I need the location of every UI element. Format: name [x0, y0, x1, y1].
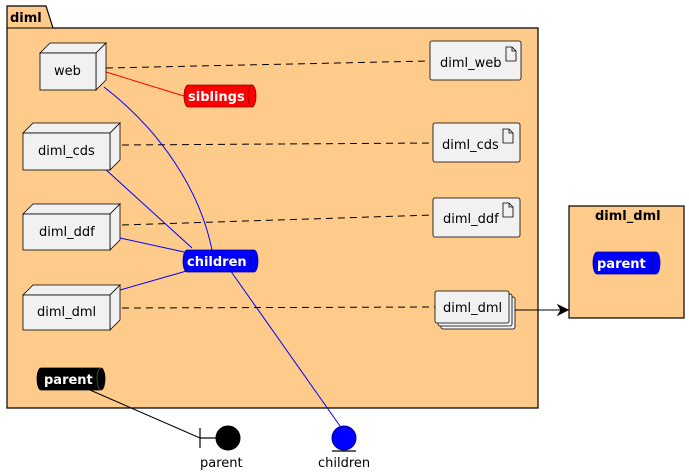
connectors [89, 60, 570, 439]
artifact-diml-dml[interactable]: diml_dml [434, 290, 516, 330]
queue-parent-label: parent [44, 373, 93, 388]
artifact-diml-dml-label: diml_dml [443, 301, 502, 316]
artifact-diml-ddf[interactable]: diml_ddf [432, 197, 521, 238]
artifact-diml-ddf-label: diml_ddf [443, 212, 499, 227]
entity-children-label: children [318, 456, 370, 471]
queue-parent[interactable]: parent [36, 367, 106, 391]
queue-children[interactable]: children [182, 249, 259, 273]
node-web-label: web [54, 64, 81, 79]
node-diml-dml-label: diml_dml [37, 305, 96, 320]
entity-children[interactable]: children [318, 425, 370, 471]
artifact-diml-cds[interactable]: diml_cds [432, 122, 521, 163]
queue-children-label: children [187, 255, 247, 270]
external-box-title: diml_dml [595, 209, 661, 224]
node-diml-cds-label: diml_cds [38, 144, 95, 159]
boundary-parent-label: parent [200, 456, 243, 471]
node-diml-ddf-label: diml_ddf [39, 225, 95, 240]
artifact-diml-cds-label: diml_cds [442, 138, 499, 153]
package-title: diml [10, 11, 42, 26]
queue-siblings[interactable]: siblings [183, 84, 257, 108]
node-web[interactable]: web [39, 42, 107, 91]
boundary-parent[interactable]: parent [199, 425, 243, 471]
external-queue-parent-label: parent [597, 257, 646, 272]
node-diml-ddf[interactable]: diml_ddf [22, 203, 121, 251]
queue-siblings-label: siblings [188, 90, 245, 105]
artifact-diml-web-label: diml_web [440, 56, 502, 71]
node-diml-dml[interactable]: diml_dml [22, 284, 121, 331]
node-diml-cds[interactable]: diml_cds [22, 122, 121, 171]
artifact-diml-web[interactable]: diml_web [429, 40, 522, 81]
external-box-diml-dml[interactable]: diml_dml parent [568, 205, 685, 319]
